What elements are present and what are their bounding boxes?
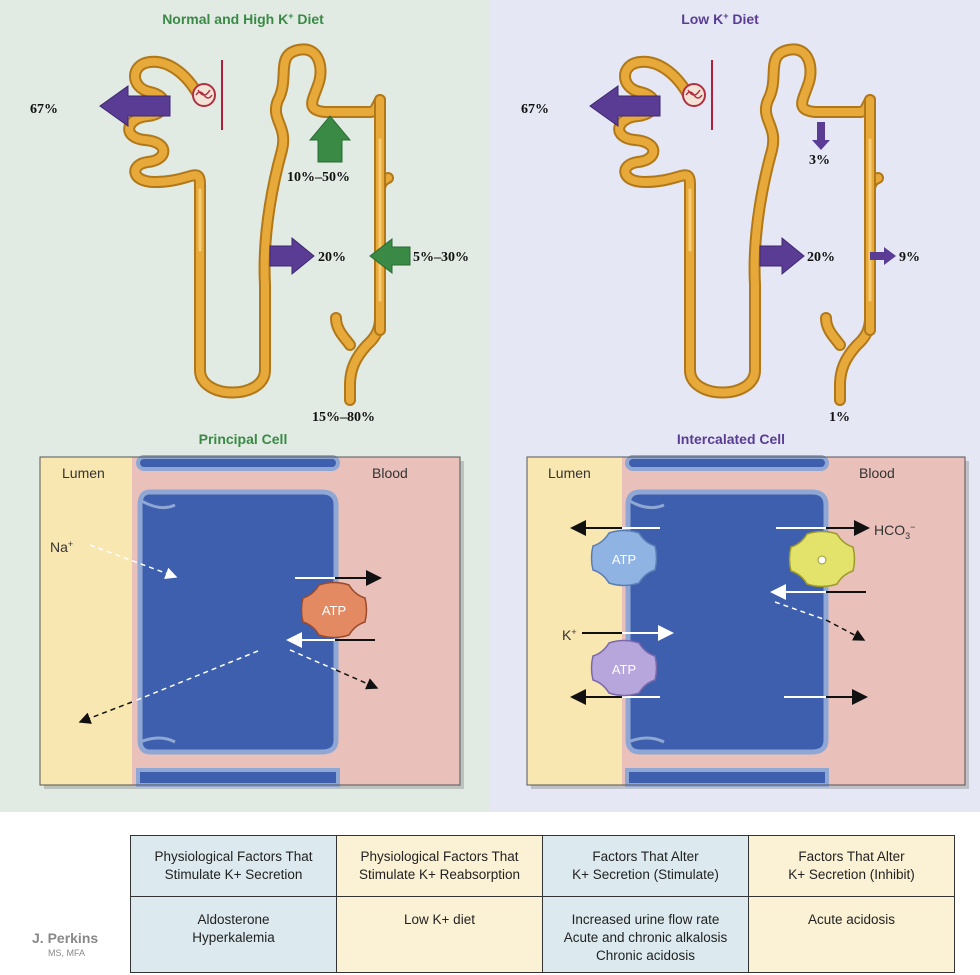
right-pct-proximal: 67%	[521, 102, 549, 117]
principal-blood-label: Blood	[372, 465, 408, 481]
intercalated-hco3-label: HCO3−	[874, 522, 915, 541]
left-loop-arrow	[269, 236, 315, 276]
left-pct-collecting: 5%–30%	[413, 250, 469, 265]
right-pct-urine: 1%	[829, 410, 850, 425]
left-diet-title: Normal and High K+ Diet	[162, 11, 324, 27]
principal-lumen-label: Lumen	[62, 465, 105, 481]
left-nephron-arrows	[99, 85, 411, 276]
left-collecting-arrow	[369, 237, 411, 275]
right-loop-arrow	[759, 236, 805, 276]
principal-transport-arrows	[78, 544, 382, 724]
intercalated-cell-title: Intercalated Cell	[677, 431, 785, 447]
kidney-potassium-diagram: Normal and High K+ Diet Low K+ Diet 67% …	[30, 11, 969, 789]
intercalated-cell-box	[526, 455, 969, 789]
principal-atp-label: ATP	[322, 603, 346, 618]
bicarbonate-exchanger	[788, 530, 856, 588]
artist-credentials: MS, MFA	[48, 948, 86, 958]
right-nephron-arrows	[589, 85, 896, 276]
intercalated-blood-label: Blood	[859, 465, 895, 481]
intercalated-lumen-label: Lumen	[548, 465, 591, 481]
right-pct-distal: 3%	[809, 153, 830, 168]
left-distal-arrow	[308, 115, 352, 163]
right-diet-title: Low K+ Diet	[681, 11, 759, 27]
intercalated-atp-pump-lower	[590, 639, 658, 697]
cell-stimulate-reabsorption: Low K+ diet	[336, 896, 543, 973]
principal-cell-box	[39, 455, 464, 789]
left-pct-proximal: 67%	[30, 102, 58, 117]
right-collecting-arrow	[870, 247, 896, 265]
right-pct-loop: 20%	[807, 250, 835, 265]
right-proximal-arrow	[589, 85, 661, 127]
left-pct-urine: 15%–80%	[312, 410, 375, 425]
left-proximal-arrow	[99, 85, 171, 127]
principal-cell-title: Principal Cell	[199, 431, 288, 447]
intercalated-atp-label-upper: ATP	[612, 552, 636, 567]
principal-atp-pump	[300, 581, 368, 639]
cell-alter-secretion-inhibit: Acute acidosis	[748, 896, 955, 973]
principal-na-label: Na+	[50, 539, 73, 555]
right-pct-collecting: 9%	[899, 250, 920, 265]
intercalated-k-label: K+	[562, 627, 577, 643]
left-pct-distal: 10%–50%	[287, 170, 350, 185]
intercalated-atp-label-lower: ATP	[612, 662, 636, 677]
left-pct-loop: 20%	[318, 250, 346, 265]
right-distal-arrow	[812, 122, 830, 150]
intercalated-atp-pump-upper	[590, 529, 658, 587]
artist-signature: J. Perkins	[32, 930, 99, 946]
intercalated-transport-arrows	[570, 520, 870, 705]
